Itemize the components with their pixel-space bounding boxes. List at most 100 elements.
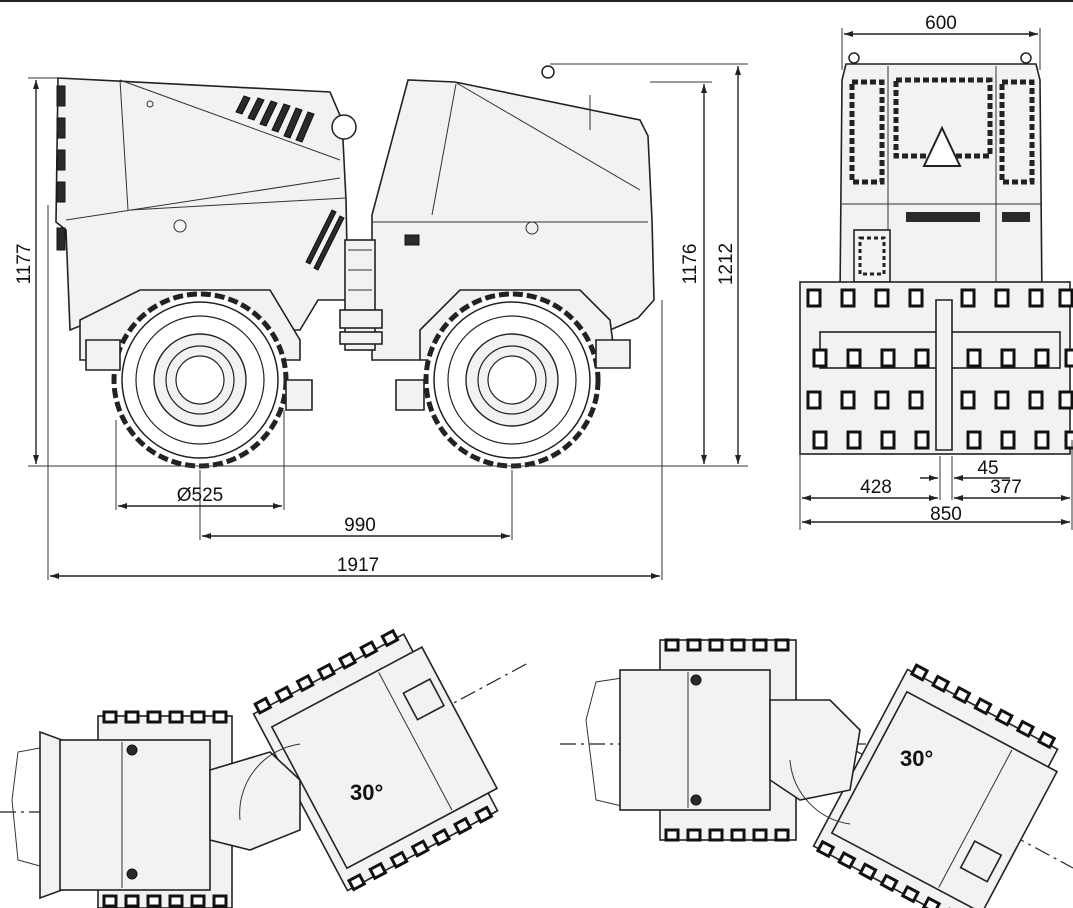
drum-pad [908, 390, 924, 410]
drum-pad [1000, 348, 1016, 368]
drum-pad [168, 710, 184, 724]
drum-pad [474, 805, 494, 824]
drum-pad [124, 894, 140, 908]
top-left-front-pad-marks [253, 628, 494, 892]
drum-pad [295, 673, 315, 693]
drum-pad [359, 640, 379, 659]
side-articulation-joint [339, 239, 383, 351]
front-beacon-right [1020, 52, 1032, 64]
drum-pad [274, 685, 294, 704]
drum-pad [931, 674, 951, 693]
dim-height-left: 1177 [14, 244, 35, 285]
drum-pad [952, 685, 972, 705]
drum-pad [212, 710, 228, 724]
drum-pad [1034, 430, 1050, 450]
top-right-front-unit [812, 663, 1059, 908]
drum-pad [389, 850, 409, 869]
front-pad-grid [806, 288, 1073, 450]
drum-pad [774, 828, 790, 842]
top-view-left: 30° [0, 628, 531, 908]
top-border-line [0, 0, 1073, 2]
side-mid-scraper-right [395, 379, 425, 411]
drum-pad [815, 839, 836, 859]
drum-pad [840, 390, 856, 410]
dim-total-length: 1917 [337, 555, 379, 576]
dim-drum-diameter: Ø525 [177, 485, 223, 506]
drum-pad [410, 839, 430, 858]
side-beacon [541, 65, 555, 79]
top-left-front-unit [252, 628, 499, 892]
top-left-rear-body [59, 739, 211, 891]
front-drum-pads [799, 281, 1071, 455]
top-right-front-pad-marks [815, 663, 1057, 908]
drum-pad [874, 390, 890, 410]
drum-pad [124, 710, 140, 724]
drum-pad [212, 894, 228, 908]
drum-pad [914, 430, 930, 450]
dim-front-right-width: 377 [990, 477, 1022, 498]
drum-pad [909, 663, 930, 682]
angle-left: 30° [350, 780, 383, 805]
drum-pad [452, 816, 473, 836]
drum-pad [812, 348, 828, 368]
drum-pad [994, 390, 1010, 410]
front-center-shaft [935, 299, 953, 451]
front-beacon-left [848, 52, 860, 64]
drum-pad [846, 430, 862, 450]
drum-pad [921, 896, 942, 908]
drum-pad [752, 638, 768, 652]
drum-pad [966, 348, 982, 368]
drum-pad [664, 828, 680, 842]
drum-pad [1058, 390, 1073, 410]
drum-pad [686, 828, 702, 842]
angle-right: 30° [900, 746, 933, 771]
drum-pad [431, 827, 452, 847]
drum-pad [190, 894, 206, 908]
drum-pad [380, 628, 400, 648]
drum-pad [914, 348, 930, 368]
drum-pad [190, 710, 206, 724]
drum-pad [1064, 348, 1073, 368]
top-right-rear-pad-marks [664, 638, 790, 842]
dim-wheelbase: 990 [344, 515, 376, 536]
drum-pad [146, 710, 162, 724]
drum-pad [664, 638, 680, 652]
side-rear-panel-marks [56, 85, 345, 271]
top-view-right: 30° [560, 638, 1073, 908]
drum-pad [874, 288, 890, 308]
drum-pad [806, 390, 822, 410]
drum-pad [253, 696, 273, 715]
dim-height-right: 1176 [680, 244, 701, 285]
drum-pad [806, 288, 822, 308]
drum-pad [858, 862, 878, 881]
drum-pad [730, 828, 746, 842]
side-view [55, 65, 655, 469]
drum-pad [1028, 288, 1044, 308]
drum-pad [102, 710, 118, 724]
side-dimensions: 1917 990 Ø525 1177 1176 1212 [14, 63, 748, 580]
drum-pad [708, 828, 724, 842]
drum-pad [960, 288, 976, 308]
drum-pad [879, 873, 899, 893]
dim-front-offset: 45 [977, 458, 998, 479]
drum-pad [316, 662, 337, 682]
drum-pad [102, 894, 118, 908]
drum-pad [846, 348, 862, 368]
drum-pad [960, 390, 976, 410]
drum-pad [346, 873, 367, 892]
drum-pad [368, 861, 388, 881]
dim-front-total-width: 850 [930, 504, 962, 525]
drum-pad [908, 288, 924, 308]
drum-pad [880, 430, 896, 450]
drum-pad [708, 638, 724, 652]
dim-front-top-width: 600 [925, 13, 957, 34]
side-rear-vent [235, 95, 315, 143]
drum-pad [837, 851, 857, 870]
dim-height-total: 1212 [716, 243, 737, 285]
drum-pad [994, 288, 1010, 308]
side-front-drum [419, 289, 616, 469]
drum-pad [973, 696, 993, 716]
drum-pad [994, 708, 1014, 727]
